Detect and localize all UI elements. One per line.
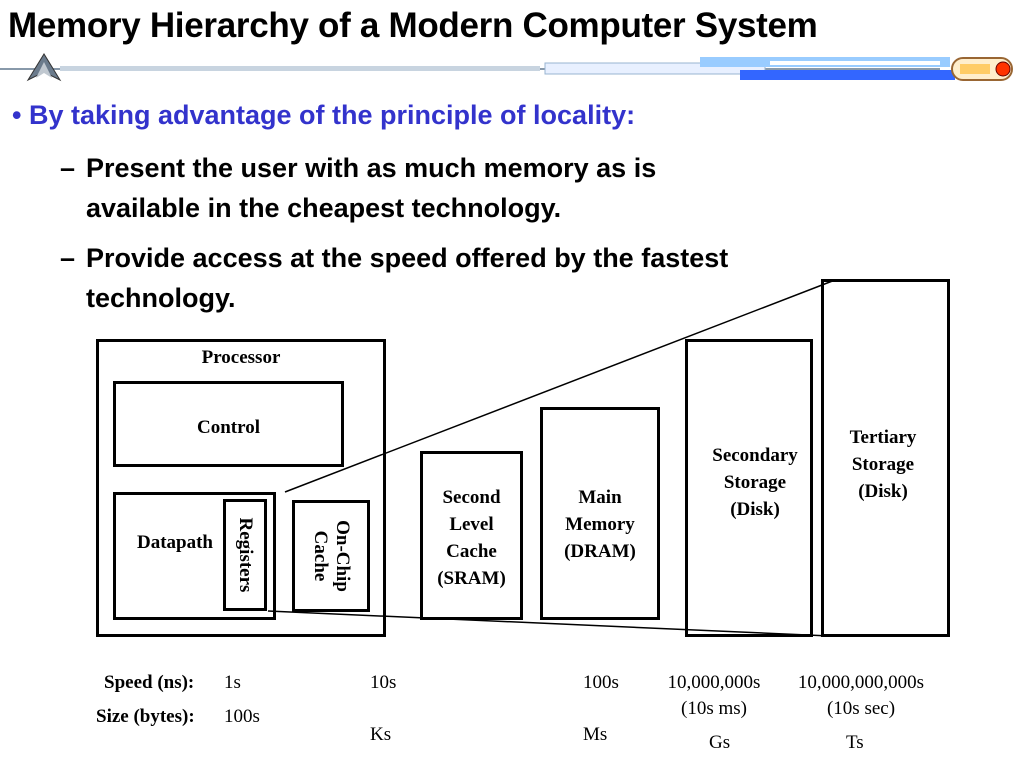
title-rule bbox=[0, 53, 1013, 82]
speed-secondary-storage: 10,000,000s (10s ms) bbox=[652, 670, 776, 722]
secondary-storage-line: Storage bbox=[723, 472, 787, 493]
control-label: Control bbox=[197, 417, 260, 438]
speed-registers: 1s bbox=[224, 672, 241, 693]
slide-title: Memory Hierarchy of a Modern Computer Sy… bbox=[8, 6, 818, 45]
sub-point-2: – Provide access at the speed offered by… bbox=[60, 238, 946, 318]
tertiary-storage-line: (Disk) bbox=[858, 481, 908, 502]
sub-point-line: available in the cheapest technology. bbox=[86, 193, 562, 223]
main-memory-label: Main Memory (DRAM) bbox=[540, 484, 660, 565]
dash-marker: – bbox=[60, 153, 76, 183]
secondary-storage-line: (Disk) bbox=[730, 499, 780, 520]
secondary-storage-label: Secondary Storage (Disk) bbox=[685, 442, 825, 523]
tertiary-storage-label: Tertiary Storage (Disk) bbox=[821, 424, 945, 505]
sub-point-line: Present the user with as much memory as … bbox=[86, 153, 657, 183]
secondary-storage-line: Secondary bbox=[712, 445, 798, 466]
speed-value: 10,000,000s bbox=[667, 672, 761, 693]
size-secondary-storage: Gs bbox=[709, 732, 731, 753]
speed-main-memory: 100s bbox=[583, 672, 619, 693]
datapath-label: Datapath bbox=[136, 532, 213, 553]
size-row-label: Size (bytes): bbox=[96, 706, 195, 727]
size-registers: 100s bbox=[224, 706, 260, 727]
second-level-cache-line: Level bbox=[449, 514, 494, 535]
dash-marker: – bbox=[60, 243, 76, 273]
size-tertiary-storage: Ts bbox=[846, 732, 864, 753]
sub-point-line: technology. bbox=[86, 283, 236, 313]
tertiary-storage-box bbox=[821, 279, 950, 637]
second-level-cache-line: Cache bbox=[446, 541, 497, 562]
speed-tertiary-storage: 10,000,000,000s (10s sec) bbox=[782, 670, 940, 722]
starship-emblem-icon bbox=[26, 53, 62, 82]
starship-nacelle-icon bbox=[951, 57, 1013, 81]
size-main-memory: Ms bbox=[583, 724, 608, 745]
tertiary-storage-line: Tertiary bbox=[849, 427, 917, 448]
tertiary-storage-line: Storage bbox=[851, 454, 915, 475]
speed-note: (10s sec) bbox=[826, 698, 896, 719]
main-memory-line: Main bbox=[578, 487, 622, 508]
sub-point-line: Provide access at the speed offered by t… bbox=[86, 243, 729, 273]
main-memory-box bbox=[540, 407, 660, 620]
second-level-cache-box bbox=[420, 451, 523, 620]
speed-note: (10s ms) bbox=[681, 698, 747, 719]
processor-label: Processor bbox=[201, 347, 281, 368]
main-memory-line: Memory bbox=[565, 514, 635, 535]
sub-point-1: – Present the user with as much memory a… bbox=[60, 148, 946, 228]
second-level-cache-line: Second bbox=[442, 487, 501, 508]
bullet-dot: • bbox=[12, 100, 22, 130]
speed-row-label: Speed (ns): bbox=[104, 672, 195, 693]
speed-cache: 10s bbox=[370, 672, 397, 693]
second-level-cache-line: (SRAM) bbox=[437, 568, 506, 589]
registers-box bbox=[223, 499, 267, 611]
control-box bbox=[113, 381, 344, 467]
size-cache: Ks bbox=[370, 724, 392, 745]
on-chip-cache-box bbox=[292, 500, 370, 612]
speed-value: 10,000,000,000s bbox=[797, 672, 925, 693]
main-bullet: • By taking advantage of the principle o… bbox=[12, 100, 635, 131]
secondary-storage-box bbox=[685, 339, 813, 637]
second-level-cache-label: Second Level Cache (SRAM) bbox=[420, 484, 523, 592]
main-memory-line: (DRAM) bbox=[564, 541, 636, 562]
bullet-text: By taking advantage of the principle of … bbox=[28, 100, 636, 130]
